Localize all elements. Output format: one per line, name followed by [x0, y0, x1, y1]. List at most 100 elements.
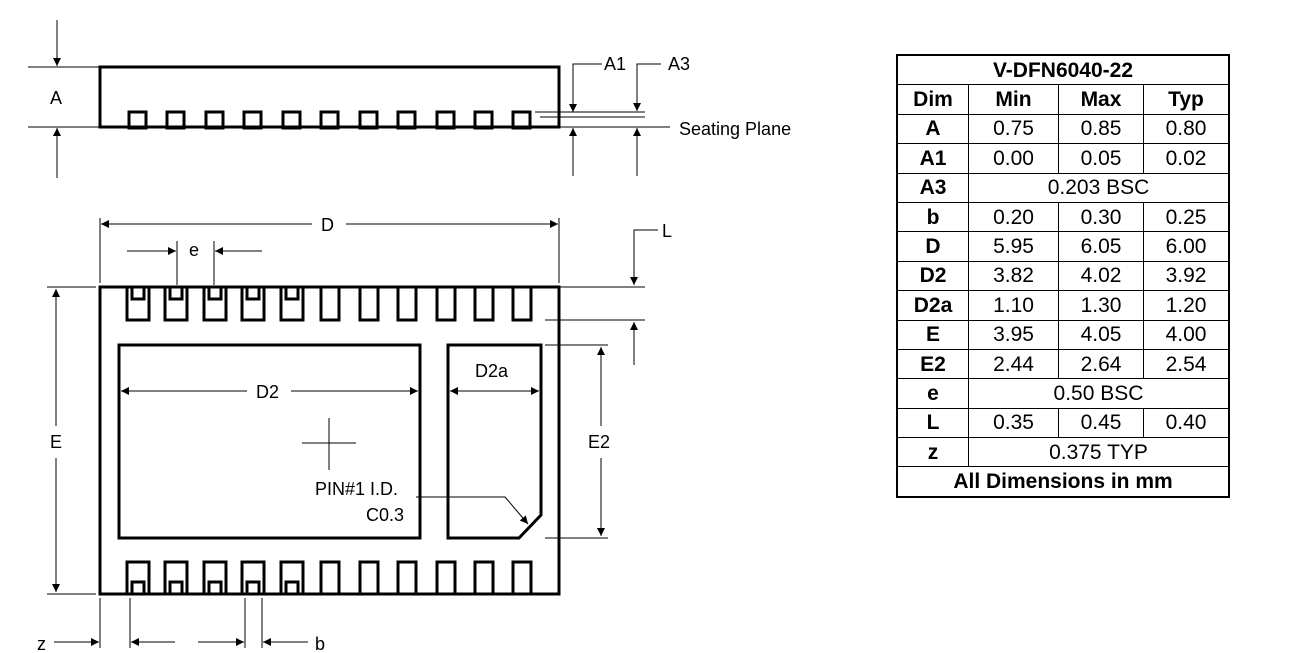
- bottom-lead: [240, 560, 266, 596]
- top-lead-notch: [130, 285, 146, 301]
- dim-cell: b: [896, 201, 969, 233]
- label-A: A: [50, 88, 62, 108]
- side-lead: [396, 110, 417, 130]
- bottom-lead-notch: [130, 580, 146, 596]
- dim-cell: E2: [896, 348, 969, 380]
- top-lead: [279, 285, 305, 322]
- table-footer-row: All Dimensions in mm: [896, 466, 1230, 498]
- typ-cell: 6.00: [1143, 231, 1230, 262]
- dim-cell: A: [896, 113, 969, 145]
- min-cell: 3.95: [968, 319, 1059, 350]
- dim-cell: D: [896, 231, 969, 262]
- typ-cell: 4.00: [1143, 319, 1230, 350]
- side-leads: [127, 110, 532, 130]
- bottom-lead: [163, 560, 189, 596]
- bottom-lead-notch: [207, 580, 223, 596]
- table-title-row: V-DFN6040-22: [896, 54, 1230, 86]
- value-span-cell: 0.203 BSC: [968, 172, 1230, 203]
- min-cell: 0.35: [968, 407, 1059, 439]
- top-lead: [358, 285, 380, 322]
- typ-cell: 0.80: [1143, 113, 1230, 145]
- max-cell: 0.85: [1058, 113, 1144, 145]
- dim-cell: D2: [896, 260, 969, 292]
- top-lead: [511, 285, 533, 322]
- max-cell: 6.05: [1058, 231, 1144, 262]
- value-span-cell: 0.375 TYP: [968, 437, 1230, 468]
- bottom-leads: [125, 285, 533, 596]
- side-lead: [165, 110, 186, 130]
- side-lead: [473, 110, 494, 130]
- min-cell: 2.44: [968, 348, 1059, 380]
- side-lead: [204, 110, 225, 130]
- top-lead: [125, 285, 151, 322]
- top-lead: [435, 285, 457, 322]
- top-lead: [396, 285, 418, 322]
- side-lead: [511, 110, 532, 130]
- bottom-lead: [473, 560, 495, 596]
- side-lead: [358, 110, 379, 130]
- dim-cell: E: [896, 319, 969, 350]
- label-chamfer: C0.3: [366, 505, 404, 525]
- top-lead: [240, 285, 266, 322]
- value-span-cell: 0.50 BSC: [968, 378, 1230, 409]
- typ-cell: 0.40: [1143, 407, 1230, 439]
- bottom-lead: [279, 560, 305, 596]
- typ-cell: 2.54: [1143, 348, 1230, 380]
- label-A3: A3: [668, 54, 690, 74]
- max-cell: 1.30: [1058, 290, 1144, 321]
- top-lead: [319, 285, 341, 322]
- bottom-lead: [125, 560, 151, 596]
- bottom-lead-notch: [245, 580, 261, 596]
- label-z: z: [37, 634, 46, 653]
- max-cell: 0.45: [1058, 407, 1144, 439]
- side-view: A A1 A3 Seating Plane: [28, 20, 791, 178]
- label-D2a: D2a: [475, 361, 509, 381]
- side-lead: [242, 110, 263, 130]
- header-max: Max: [1058, 84, 1144, 115]
- label-b: b: [315, 634, 325, 653]
- side-lead: [319, 110, 340, 130]
- dim-cell: A1: [896, 143, 969, 174]
- top-lead: [473, 285, 495, 322]
- bottom-lead: [511, 560, 533, 596]
- dim-cell: e: [896, 378, 969, 409]
- bottom-lead-notch: [284, 580, 300, 596]
- dim-cell: A3: [896, 172, 969, 203]
- bottom-view: D e L E D2 D2a E2 PIN#1 I: [37, 215, 672, 653]
- typ-cell: 1.20: [1143, 290, 1230, 321]
- exposed-pad-d2: [117, 343, 422, 540]
- side-lead: [281, 110, 302, 130]
- typ-cell: 0.02: [1143, 143, 1230, 174]
- max-cell: 0.05: [1058, 143, 1144, 174]
- min-cell: 0.00: [968, 143, 1059, 174]
- min-cell: 0.75: [968, 113, 1059, 145]
- min-cell: 3.82: [968, 260, 1059, 292]
- max-cell: 4.02: [1058, 260, 1144, 292]
- bottom-lead: [358, 560, 380, 596]
- bottom-lead: [202, 560, 228, 596]
- min-cell: 5.95: [968, 231, 1059, 262]
- min-cell: 0.20: [968, 201, 1059, 233]
- side-lead: [435, 110, 456, 130]
- top-lead-notch: [284, 285, 300, 301]
- label-pin1-id: PIN#1 I.D.: [315, 479, 398, 499]
- header-dim: Dim: [896, 84, 969, 115]
- dim-cell: L: [896, 407, 969, 439]
- max-cell: 2.64: [1058, 348, 1144, 380]
- bottom-lead: [435, 560, 457, 596]
- exposed-pad-d2a: [446, 343, 543, 540]
- table-title: V-DFN6040-22: [896, 54, 1230, 86]
- max-cell: 0.30: [1058, 201, 1144, 233]
- typ-cell: 0.25: [1143, 201, 1230, 233]
